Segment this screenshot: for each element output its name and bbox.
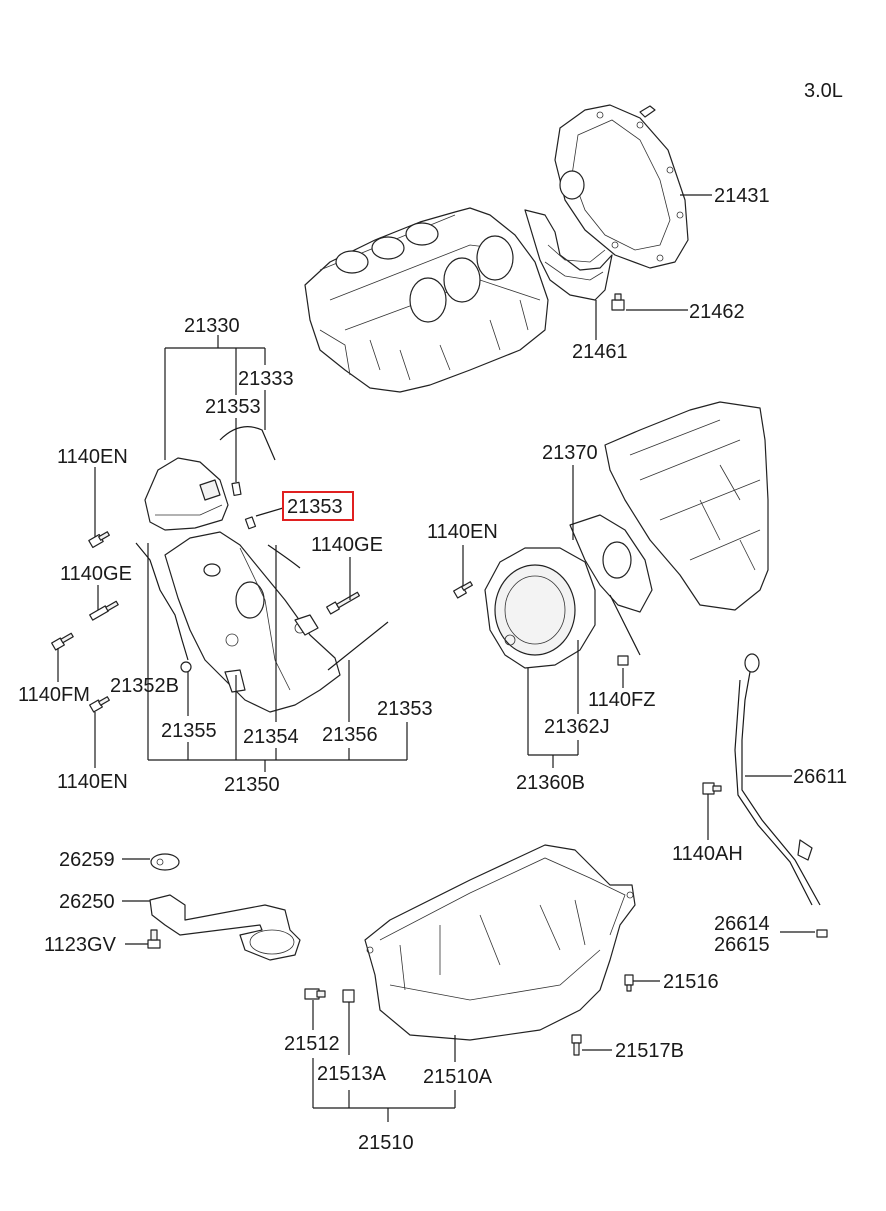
label-26615[interactable]: 26615 <box>714 934 770 956</box>
bolts-left <box>51 531 360 713</box>
rear-oil-seal-21461 <box>524 209 613 301</box>
label-21360B[interactable]: 21360B <box>516 772 585 794</box>
gasket-21333 <box>219 426 276 461</box>
label-21510A[interactable]: 21510A <box>423 1066 493 1088</box>
label-21353-lower[interactable]: 21353 <box>377 698 433 720</box>
label-21512[interactable]: 21512 <box>284 1033 340 1055</box>
rear-plate-21431 <box>554 104 689 269</box>
label-1123GV[interactable]: 1123GV <box>44 934 117 956</box>
plug-26614 <box>816 929 828 938</box>
label-26259[interactable]: 26259 <box>59 849 115 871</box>
timing-cover-lower-21350 <box>164 531 341 713</box>
label-1140FZ[interactable]: 1140FZ <box>588 689 655 711</box>
label-21350[interactable]: 21350 <box>224 774 280 796</box>
oil-strainer-26250 <box>149 894 301 961</box>
label-21353-upper[interactable]: 21353 <box>205 396 261 418</box>
label-21333[interactable]: 21333 <box>238 368 294 390</box>
highlight-box <box>282 491 354 521</box>
label-21356[interactable]: 21356 <box>322 724 378 746</box>
label-21330[interactable]: 21330 <box>184 315 240 337</box>
label-1140EN-center[interactable]: 1140EN <box>427 521 498 543</box>
flywheel-housing-21360B <box>484 547 596 669</box>
bolts-pan <box>304 974 634 1056</box>
label-1140AH[interactable]: 1140AH <box>672 843 743 865</box>
label-1140GE-right[interactable]: 1140GE <box>311 534 383 556</box>
label-21353-highlighted[interactable]: 21353 <box>287 496 343 518</box>
label-21355[interactable]: 21355 <box>161 720 217 742</box>
gasket-21353-small <box>231 481 257 530</box>
seal-21354 <box>267 544 301 569</box>
gasket-21356 <box>327 621 389 671</box>
label-21370[interactable]: 21370 <box>542 442 598 464</box>
gasket-26259 <box>150 853 180 871</box>
bolt-1140AH <box>702 782 722 795</box>
label-26611[interactable]: 26611 <box>793 766 847 788</box>
label-21510[interactable]: 21510 <box>358 1132 414 1154</box>
bolts-center <box>453 581 629 666</box>
label-21431[interactable]: 21431 <box>714 185 770 207</box>
part-labels: 3.0L 21431 21462 21461 21330 21333 21353… <box>18 80 847 1154</box>
engine-block-side-view <box>604 401 769 611</box>
label-21461[interactable]: 21461 <box>572 341 628 363</box>
label-21362J[interactable]: 21362J <box>544 716 610 738</box>
label-1140GE-left[interactable]: 1140GE <box>60 563 132 585</box>
engine-block-illustration <box>304 207 549 393</box>
label-21462[interactable]: 21462 <box>689 301 745 323</box>
label-1140EN-upper-left[interactable]: 1140EN <box>57 446 128 468</box>
label-21516[interactable]: 21516 <box>663 971 719 993</box>
timing-cover-upper-21330 <box>144 457 229 531</box>
label-1140FM[interactable]: 1140FM <box>18 684 90 706</box>
label-1140EN-lower-left[interactable]: 1140EN <box>57 771 128 793</box>
dipstick-26611 <box>734 653 821 906</box>
bolt-1123GV <box>147 929 161 949</box>
adapter-plate-21370 <box>569 514 653 613</box>
label-21354[interactable]: 21354 <box>243 726 299 748</box>
leader-lines <box>57 194 815 1122</box>
label-26614[interactable]: 26614 <box>714 913 770 935</box>
label-21517B[interactable]: 21517B <box>615 1040 684 1062</box>
plug-21355 <box>180 661 192 673</box>
oil-pan-21510A <box>364 844 636 1041</box>
bolt-21462 <box>611 293 625 311</box>
label-26250[interactable]: 26250 <box>59 891 115 913</box>
label-21352B[interactable]: 21352B <box>110 675 179 697</box>
engine-size-label: 3.0L <box>804 80 843 102</box>
label-21513A[interactable]: 21513A <box>317 1063 387 1085</box>
